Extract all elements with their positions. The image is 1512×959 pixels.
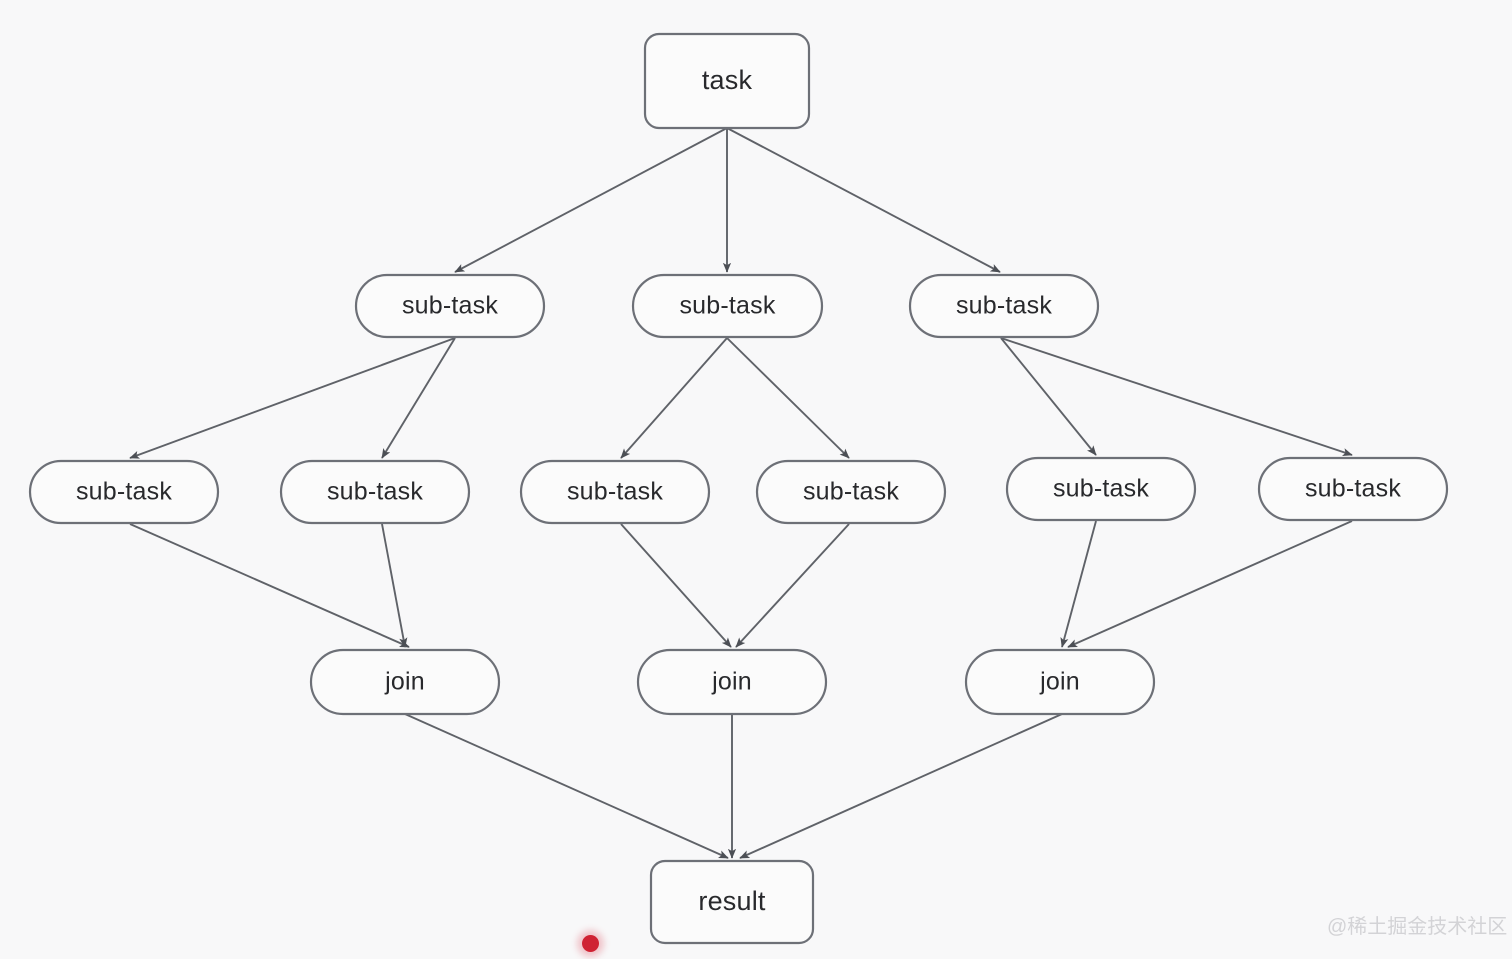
node-shape-s3 [908,273,1100,339]
node-label-result: result [698,886,766,916]
node-shape-s3a [1005,456,1197,522]
node-shape-result [649,859,815,945]
edge-s2b-to-j2 [735,523,850,648]
edge-s3-to-s3b [1000,337,1353,456]
node-s3[interactable]: sub-task [908,273,1100,339]
node-j3[interactable]: join [964,648,1156,716]
edge-s1a-to-j1 [129,523,410,648]
node-label-s3a: sub-task [1053,475,1149,503]
node-s2b[interactable]: sub-task [755,459,947,525]
node-shape-j1 [309,648,501,716]
edge-s1-to-s1a [129,337,456,459]
node-shape-j3 [964,648,1156,716]
node-j2[interactable]: join [636,648,828,716]
node-label-s1: sub-task [402,292,498,320]
edge-s3a-to-j3 [1060,520,1097,648]
node-s1b[interactable]: sub-task [279,459,471,525]
node-task[interactable]: task [643,32,811,130]
edge-task-to-s1 [454,127,728,273]
node-label-s1a: sub-task [76,478,172,506]
node-shape-s1 [354,273,546,339]
node-shape-s1a [28,459,220,525]
node-label-j3: join [1039,668,1080,696]
edge-j3-to-result [739,713,1063,859]
node-shape-s1b [279,459,471,525]
node-shape-s2a [519,459,711,525]
node-label-task: task [702,65,753,95]
node-label-s3b: sub-task [1305,475,1401,503]
node-label-s1b: sub-task [327,478,423,506]
node-s3b[interactable]: sub-task [1257,456,1449,522]
cursor-dot [581,934,599,952]
node-result[interactable]: result [649,859,815,945]
node-label-s2: sub-task [679,292,775,320]
node-s3a[interactable]: sub-task [1005,456,1197,522]
node-label-s3: sub-task [956,292,1052,320]
node-shape-s3b [1257,456,1449,522]
edge-s3b-to-j3 [1067,520,1353,648]
node-s2a[interactable]: sub-task [519,459,711,525]
node-j1[interactable]: join [309,648,501,716]
node-s1a[interactable]: sub-task [28,459,220,525]
node-s1[interactable]: sub-task [354,273,546,339]
edge-s2-to-s2b [726,337,850,459]
edge-s2a-to-j2 [620,523,732,648]
edge-s2-to-s2a [620,337,728,459]
edge-s1-to-s1b [381,337,456,459]
node-s2[interactable]: sub-task [631,273,824,339]
node-label-s2b: sub-task [803,478,899,506]
edges-layer [129,127,1353,859]
edge-j1-to-result [404,713,729,859]
nodes-layer: task sub-task sub-task sub-task sub-task sub-… [28,32,1449,945]
watermark-label: @稀土掘金技术社区 [1327,916,1508,938]
node-label-s2a: sub-task [567,478,663,506]
edge-task-to-s3 [726,127,1001,273]
node-shape-task [643,32,811,130]
edge-s3-to-s3a [1000,337,1097,456]
node-label-j1: join [384,668,425,696]
edge-s1b-to-j1 [381,523,408,648]
node-label-j2: join [711,668,752,696]
node-shape-j2 [636,648,828,716]
node-shape-s2 [631,273,824,339]
node-shape-s2b [755,459,947,525]
